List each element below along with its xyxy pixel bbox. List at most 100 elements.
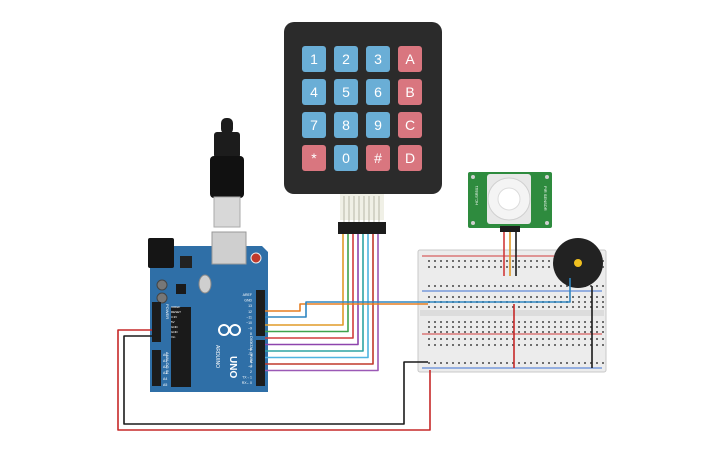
breadboard-hole (518, 321, 520, 323)
breadboard-hole (506, 362, 508, 364)
breadboard-hole (470, 306, 472, 308)
breadboard-hole (572, 362, 574, 364)
digital-pin-label: 2 (250, 370, 252, 374)
breadboard-hole (530, 362, 532, 364)
breadboard-hole (494, 326, 496, 328)
breadboard-hole (440, 362, 442, 364)
breadboard-hole (500, 285, 502, 287)
breadboard-hole (464, 266, 466, 268)
breadboard-hole (590, 296, 592, 298)
reset-button (250, 252, 262, 264)
breadboard-hole (428, 296, 430, 298)
breadboard-hole (584, 344, 586, 346)
keypad-key-face (302, 79, 326, 105)
breadboard-hole (524, 331, 526, 333)
crystal-oscillator (198, 274, 212, 294)
breadboard-hole (524, 266, 526, 268)
breadboard-hole (560, 306, 562, 308)
breadboard-hole (530, 306, 532, 308)
keypad-connector (338, 222, 386, 234)
breadboard-hole (596, 362, 598, 364)
breadboard-hole (506, 326, 508, 328)
breadboard-hole (602, 338, 604, 340)
breadboard-hole (452, 326, 454, 328)
usb-plug-metal (213, 196, 241, 228)
digital-header-top (256, 290, 265, 336)
breadboard-hole (494, 296, 496, 298)
breadboard-hole (506, 296, 508, 298)
breadboard-hole (458, 362, 460, 364)
breadboard-hole (446, 306, 448, 308)
breadboard-hole (530, 326, 532, 328)
breadboard-hole (440, 296, 442, 298)
breadboard-hole (518, 306, 520, 308)
breadboard-hole (476, 266, 478, 268)
breadboard-hole (602, 260, 604, 262)
keypad-key: 1 (302, 46, 326, 72)
breadboard-hole (470, 362, 472, 364)
breadboard-hole (536, 344, 538, 346)
breadboard-hole (446, 338, 448, 340)
analog-pin-label: A2 (163, 365, 167, 369)
breadboard-hole (566, 296, 568, 298)
breadboard-hole (482, 321, 484, 323)
breadboard-hole (494, 306, 496, 308)
breadboard-hole (512, 285, 514, 287)
breadboard-hole (452, 331, 454, 333)
keypad-key-label: * (311, 150, 317, 166)
breadboard-hole (428, 362, 430, 364)
breadboard-hole (542, 321, 544, 323)
breadboard-hole (452, 306, 454, 308)
capacitor (156, 292, 168, 304)
buzzer-center (574, 259, 582, 267)
power-section-label: POWER (165, 304, 170, 319)
breadboard-hole (554, 326, 556, 328)
breadboard-hole (512, 306, 514, 308)
breadboard-hole (566, 321, 568, 323)
breadboard-hole (584, 296, 586, 298)
digital-section-label: DIGITAL (PWM~) (249, 336, 254, 368)
digital-pin-label: TX→1 (242, 376, 252, 380)
keypad-key-label: A (405, 51, 415, 67)
digital-pin-label: 13 (248, 304, 252, 308)
breadboard-hole (590, 362, 592, 364)
pir-dome-center (497, 187, 521, 211)
keypad-key-face (366, 112, 390, 138)
breadboard-hole (590, 344, 592, 346)
breadboard-hole (596, 306, 598, 308)
breadboard-hole (602, 344, 604, 346)
breadboard-hole (446, 260, 448, 262)
breadboard-hole (434, 306, 436, 308)
breadboard-hole (458, 266, 460, 268)
breadboard-hole (536, 266, 538, 268)
breadboard-hole (560, 321, 562, 323)
breadboard-hole (506, 344, 508, 346)
breadboard-hole (476, 296, 478, 298)
analog-pin-label: A0 (163, 353, 167, 357)
breadboard-hole (554, 344, 556, 346)
breadboard-hole (548, 344, 550, 346)
breadboard-hole (506, 321, 508, 323)
breadboard-hole (542, 362, 544, 364)
keypad-key-label: # (374, 150, 382, 166)
breadboard-hole (566, 338, 568, 340)
breadboard-hole (518, 344, 520, 346)
breadboard-hole (536, 296, 538, 298)
keypad-key: 0 (334, 145, 358, 171)
breadboard-hole (488, 306, 490, 308)
breadboard-hole (584, 321, 586, 323)
breadboard-hole (548, 266, 550, 268)
breadboard-hole (578, 296, 580, 298)
breadboard-hole (476, 285, 478, 287)
breadboard-hole (602, 362, 604, 364)
breadboard-hole (578, 301, 580, 303)
keypad-key-face (334, 112, 358, 138)
breadboard-hole (548, 296, 550, 298)
breadboard-hole (536, 326, 538, 328)
voltage-regulator (180, 256, 192, 268)
breadboard-hole (590, 338, 592, 340)
digital-pin-label: 7 (250, 342, 252, 346)
breadboard-hole (464, 326, 466, 328)
keypad-wire (265, 234, 344, 326)
breadboard-hole (566, 344, 568, 346)
